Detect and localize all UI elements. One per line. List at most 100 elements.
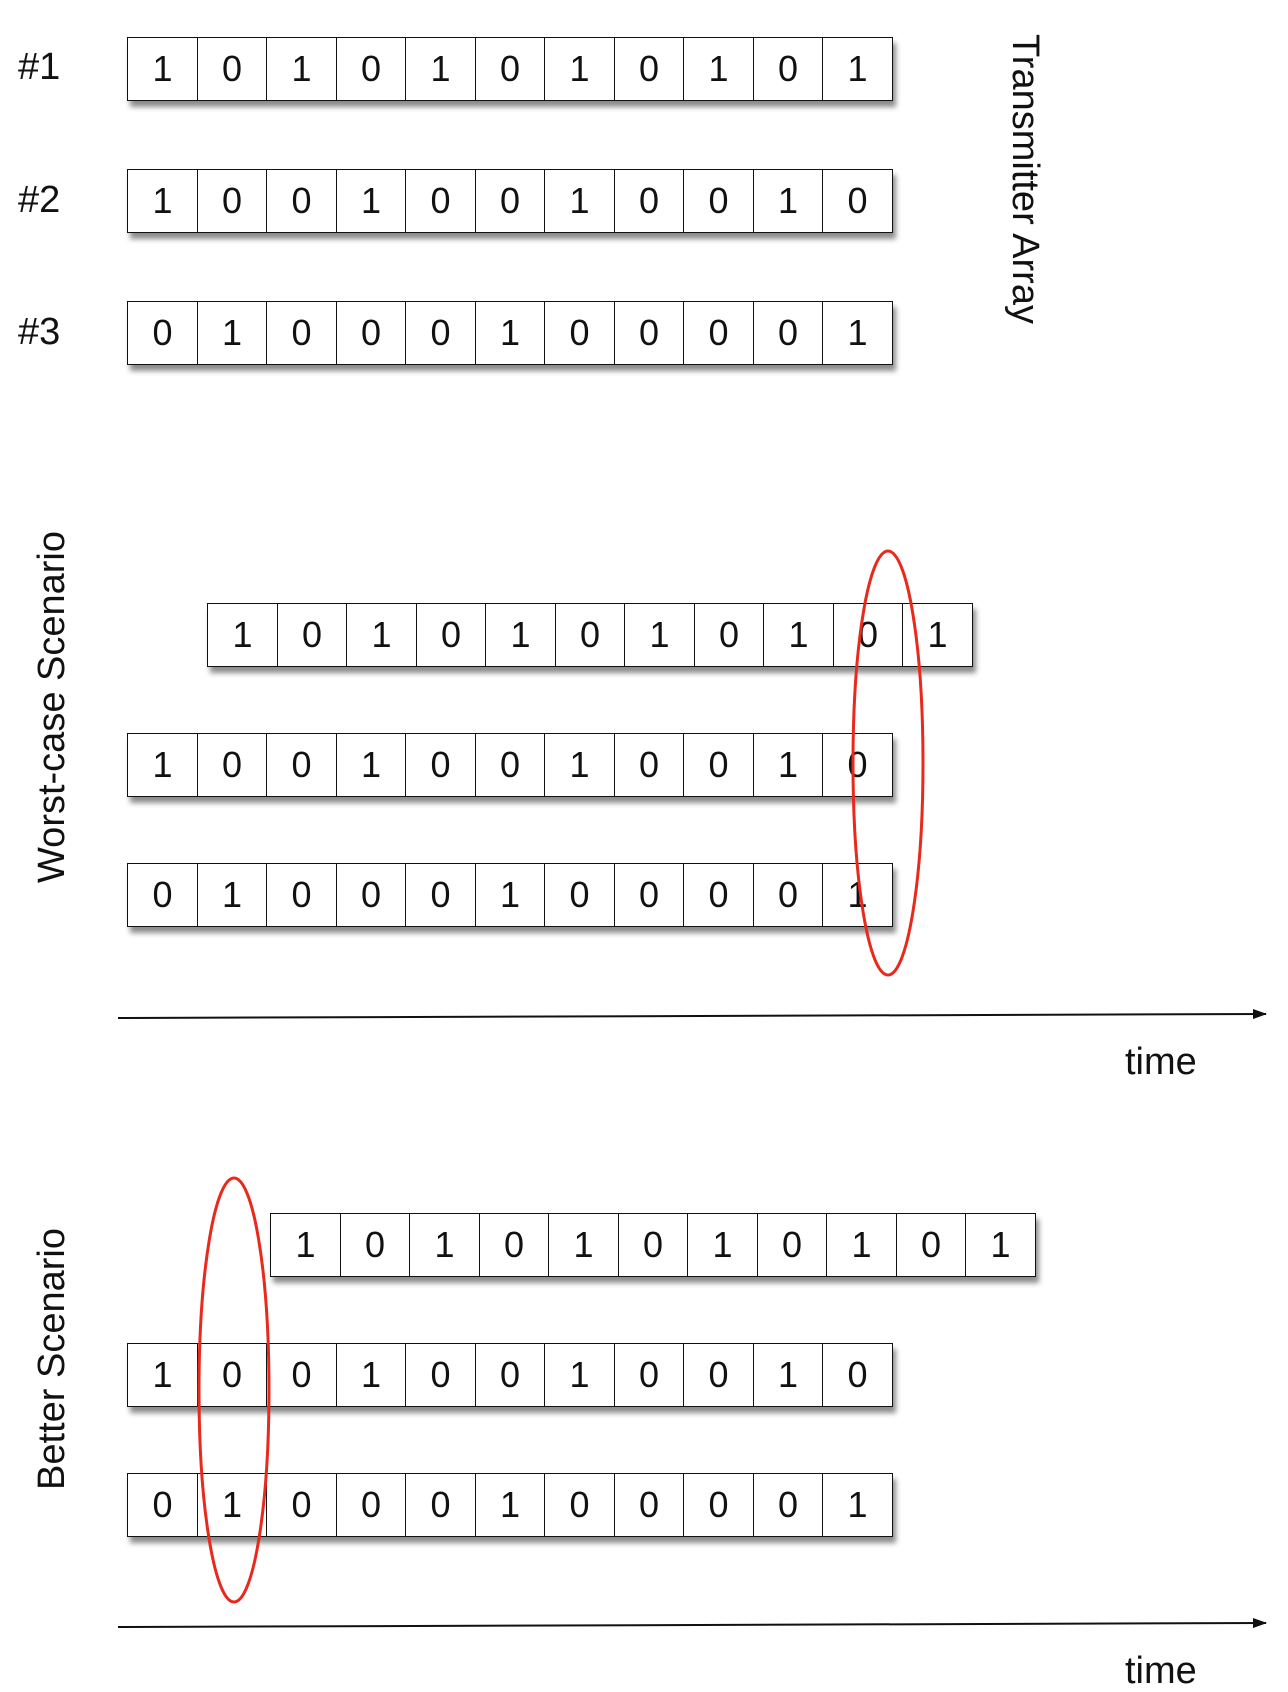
- bit-cell: 0: [335, 863, 407, 927]
- bit-cell: 0: [544, 301, 615, 365]
- bit-cell: 1: [485, 603, 556, 667]
- bit-cell: 0: [276, 603, 348, 667]
- bit-cell: 1: [409, 1213, 480, 1277]
- bit-cell: 1: [544, 733, 615, 797]
- bit-cell: 0: [266, 863, 337, 927]
- bit-cell: 1: [624, 603, 695, 667]
- better-time-arrow: [117, 1618, 1267, 1629]
- bit-cell: 0: [693, 603, 765, 667]
- bit-cell: 0: [544, 1473, 615, 1537]
- bit-cell: 1: [826, 1213, 897, 1277]
- bit-cell: 0: [405, 863, 476, 927]
- bit-cell: 0: [613, 1343, 685, 1407]
- bit-cell: 0: [266, 169, 337, 233]
- bit-cell: 0: [683, 1343, 754, 1407]
- bit-cell: 1: [548, 1213, 619, 1277]
- transmitter-array-title: Transmitter Array: [1004, 34, 1046, 324]
- bit-cell: 0: [832, 603, 904, 667]
- bit-cell: 1: [752, 1343, 824, 1407]
- bit-cell: 1: [127, 37, 198, 101]
- bit-cell: 1: [687, 1213, 758, 1277]
- bit-cell: 1: [335, 1343, 407, 1407]
- bit-cell: 0: [266, 1343, 337, 1407]
- bit-cell: 1: [822, 301, 893, 365]
- bit-cell: 0: [266, 301, 337, 365]
- bit-cell: 1: [544, 169, 615, 233]
- bit-cell: 1: [822, 863, 893, 927]
- bit-cell: 1: [346, 603, 417, 667]
- bit-cell: 0: [683, 301, 754, 365]
- bit-cell: 0: [196, 1343, 268, 1407]
- bit-cell: 0: [613, 733, 685, 797]
- better-time-label: time: [1125, 1650, 1197, 1692]
- bit-cell: 1: [335, 733, 407, 797]
- bit-cell: 0: [752, 863, 824, 927]
- bit-cell: 1: [822, 37, 893, 101]
- bit-cell: 0: [266, 733, 337, 797]
- bit-cell: 0: [196, 37, 268, 101]
- bit-cell: 1: [763, 603, 834, 667]
- bit-cell: 1: [902, 603, 973, 667]
- bit-cell: 1: [752, 169, 824, 233]
- bit-cell: 0: [617, 1213, 689, 1277]
- bit-cell: 0: [683, 169, 754, 233]
- bit-cell: 0: [474, 37, 546, 101]
- bit-cell: 0: [613, 169, 685, 233]
- row-label-2: #2: [18, 179, 61, 221]
- bit-cell: 0: [752, 1473, 824, 1537]
- bit-cell: 1: [196, 863, 268, 927]
- bit-cell: 0: [895, 1213, 967, 1277]
- bit-cell: 1: [405, 37, 476, 101]
- bit-cell: 1: [544, 37, 615, 101]
- bit-cell: 1: [207, 603, 278, 667]
- bit-cell: 1: [335, 169, 407, 233]
- bit-cell: 0: [478, 1213, 550, 1277]
- bit-cell: 0: [405, 733, 476, 797]
- worst-case-time-arrow: [117, 1009, 1267, 1020]
- bit-cell: 1: [822, 1473, 893, 1537]
- bit-cell: 0: [756, 1213, 828, 1277]
- bit-cell: 1: [474, 301, 546, 365]
- bit-cell: 0: [822, 1343, 893, 1407]
- bit-cell: 0: [196, 733, 268, 797]
- bit-cell: 0: [613, 863, 685, 927]
- bit-cell: 0: [683, 733, 754, 797]
- bit-cell: 1: [127, 1343, 198, 1407]
- bit-cell: 1: [752, 733, 824, 797]
- bit-cell: 0: [613, 301, 685, 365]
- bit-cell: 1: [474, 863, 546, 927]
- bit-cell: 1: [127, 733, 198, 797]
- row-label-3: #3: [18, 311, 61, 353]
- bit-cell: 1: [965, 1213, 1036, 1277]
- bit-cell: 0: [405, 301, 476, 365]
- bit-cell: 1: [127, 169, 198, 233]
- bit-cell: 0: [474, 169, 546, 233]
- bit-cell: 1: [196, 301, 268, 365]
- bit-cell: 1: [270, 1213, 341, 1277]
- bit-cell: 0: [544, 863, 615, 927]
- bit-cell: 0: [405, 1343, 476, 1407]
- bit-cell: 0: [474, 733, 546, 797]
- bit-cell: 0: [196, 169, 268, 233]
- bit-cell: 1: [266, 37, 337, 101]
- better-scenario-title: Better Scenario: [31, 1228, 73, 1490]
- bit-cell: 0: [266, 1473, 337, 1537]
- bit-cell: 0: [822, 169, 893, 233]
- bit-cell: 0: [752, 37, 824, 101]
- bit-cell: 0: [683, 863, 754, 927]
- bit-cell: 1: [683, 37, 754, 101]
- worst-case-title: Worst-case Scenario: [31, 531, 73, 883]
- bit-cell: 0: [335, 1473, 407, 1537]
- bit-cell: 0: [613, 37, 685, 101]
- bit-cell: 0: [405, 169, 476, 233]
- bit-cell: 0: [405, 1473, 476, 1537]
- bit-cell: 0: [335, 37, 407, 101]
